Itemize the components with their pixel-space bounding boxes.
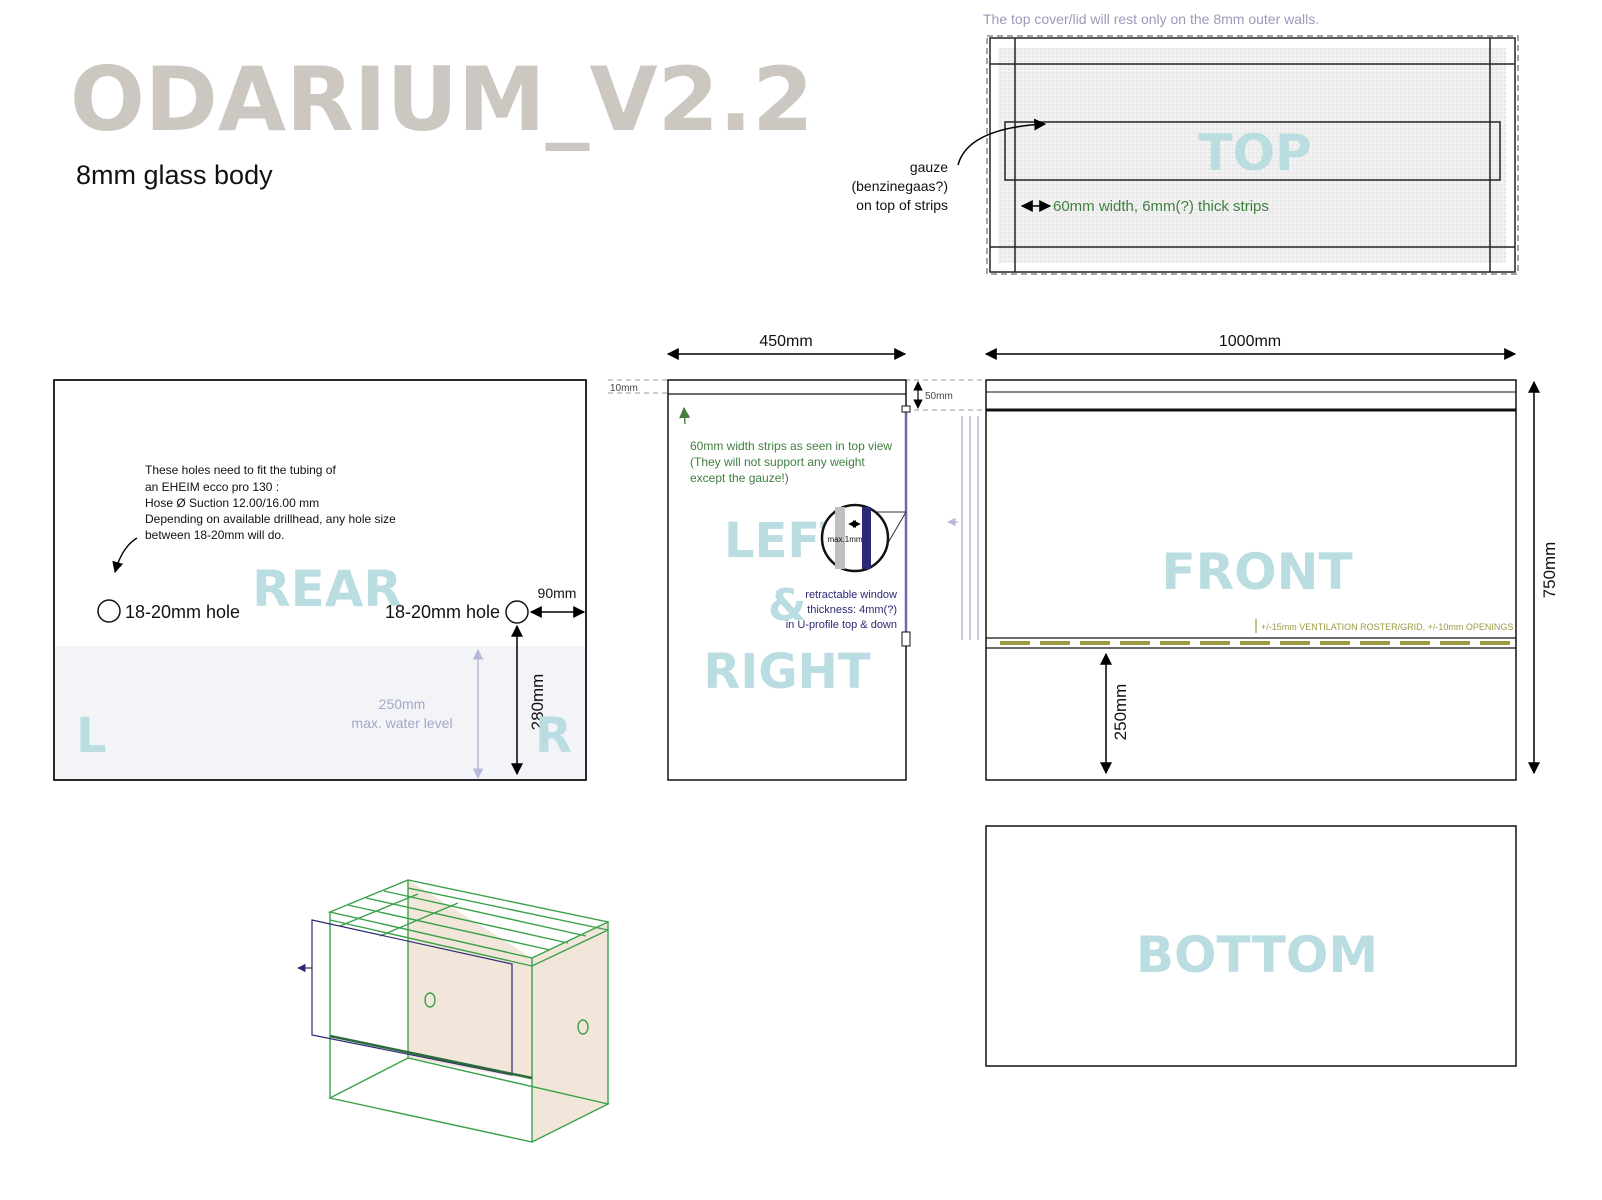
top-view: The top cover/lid will rest only on the … xyxy=(851,11,1519,275)
rear-panel xyxy=(53,379,587,781)
u-profile-zoom: max.1mm xyxy=(820,503,907,573)
gauze-area xyxy=(998,48,1506,263)
side-view: 10mm 50mm 60mm width strips as seen in t… xyxy=(608,379,985,781)
rear-view-label: REAR xyxy=(252,560,402,618)
water-area xyxy=(54,646,586,780)
svg-text:on top of strips: on top of strips xyxy=(856,197,948,213)
height-dimension: 750mm xyxy=(1540,542,1559,599)
svg-text:60mm width strips as seen in t: 60mm width strips as seen in top view xyxy=(690,439,892,453)
side-label-right: RIGHT xyxy=(703,644,870,700)
top-outer-wall xyxy=(989,37,1516,273)
iso-hole-left xyxy=(424,992,436,1008)
ventilation-note: +/-15mm VENTILATION ROSTER/GRID, +/-10mm… xyxy=(1261,622,1513,632)
gauze-arrow xyxy=(957,118,1047,166)
svg-text:retractable window: retractable window xyxy=(805,589,897,601)
hole-height-dimension: 280mm xyxy=(528,674,547,731)
svg-text:(benzinegaas?): (benzinegaas?) xyxy=(851,178,948,194)
hole-left xyxy=(97,599,121,623)
zoom-label: max.1mm xyxy=(827,535,862,544)
bottom-panel xyxy=(985,825,1517,1067)
note-arrow xyxy=(112,537,138,574)
svg-text:thickness: 4mm(?): thickness: 4mm(?) xyxy=(807,604,897,616)
bottom-view: BOTTOM xyxy=(985,825,1517,1067)
top-dimensions: 450mm 1000mm xyxy=(666,333,1517,360)
top-cover-note: The top cover/lid will rest only on the … xyxy=(983,11,1319,27)
svg-text:These holes need to fit the tu: These holes need to fit the tubing of xyxy=(145,463,336,477)
rear-view: These holes need to fit the tubing of an… xyxy=(53,379,587,781)
svg-text:an EHEIM ecco pro 130 :: an EHEIM ecco pro 130 : xyxy=(145,480,279,494)
top-lid-outline xyxy=(986,35,1519,275)
page-subtitle: 8mm glass body xyxy=(76,160,273,190)
top-strip xyxy=(1004,121,1501,181)
front-view-label: FRONT xyxy=(1161,543,1352,601)
rear-left-mark: L xyxy=(76,708,107,764)
width-dimension: 1000mm xyxy=(1219,333,1281,350)
svg-text:in U-profile top & down: in U-profile top & down xyxy=(786,619,897,631)
hole-offset-dimension: 90mm xyxy=(538,585,577,601)
hole-left-label: 18-20mm hole xyxy=(125,602,240,622)
hole-right-label: 18-20mm hole xyxy=(385,602,500,622)
rear-right-mark: R xyxy=(535,708,572,764)
rim-top-dimension: 10mm xyxy=(610,383,638,394)
hole-right xyxy=(505,600,529,624)
side-label-amp: & xyxy=(768,580,806,631)
svg-text:between 18-20mm will do.: between 18-20mm will do. xyxy=(145,528,284,542)
rim-side-dimension: 50mm xyxy=(925,391,953,402)
page-title: ODARIUM_V2.2 xyxy=(70,48,814,151)
water-level-value: 250mm xyxy=(379,696,426,712)
water-level-label: max. water level xyxy=(351,715,452,731)
iso-hole-right xyxy=(577,1019,589,1035)
front-panel xyxy=(985,379,1517,781)
vent-height-dimension: 250mm xyxy=(1111,684,1130,741)
svg-text:Hose Ø Suction 12.00/16.00 mm: Hose Ø Suction 12.00/16.00 mm xyxy=(145,496,319,510)
bottom-view-label: BOTTOM xyxy=(1136,926,1378,984)
svg-text:gauze: gauze xyxy=(910,159,948,175)
strip-width-note: 60mm width, 6mm(?) thick strips xyxy=(1053,198,1269,215)
front-view: FRONT +/-15mm VENTILATION ROSTER/GRID, +… xyxy=(985,379,1559,781)
svg-text:except the gauze!): except the gauze!) xyxy=(690,471,789,485)
depth-dimension: 450mm xyxy=(759,333,812,350)
top-view-label: TOP xyxy=(1198,124,1311,182)
svg-text:Depending on available drillhe: Depending on available drillhead, any ho… xyxy=(145,512,396,526)
svg-text:(They will not support any wei: (They will not support any weight xyxy=(690,455,865,469)
isometric-view xyxy=(297,879,611,1143)
